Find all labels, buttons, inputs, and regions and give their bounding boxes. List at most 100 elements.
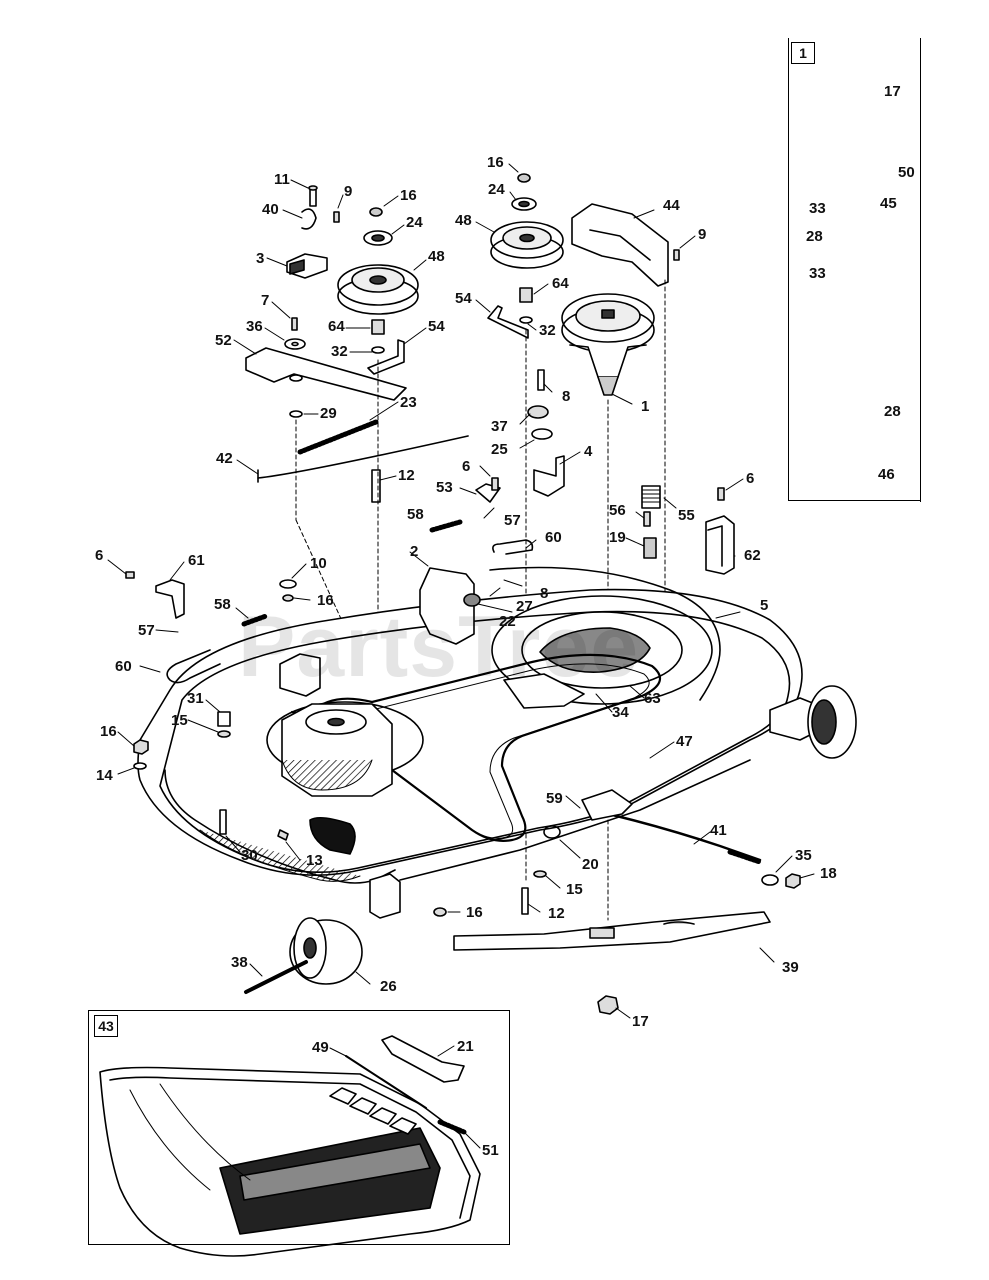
callout-16: 16 — [317, 592, 334, 609]
callout-50: 50 — [898, 164, 915, 181]
inset-box-spindle-right — [920, 38, 921, 502]
bolt-13 — [277, 829, 289, 841]
callout-2: 2 — [410, 543, 419, 560]
callout-12: 12 — [398, 467, 415, 484]
callout-16: 16 — [400, 187, 417, 204]
u-rod-60b — [166, 649, 221, 684]
bolt-6b — [717, 487, 725, 501]
callout-59: 59 — [546, 790, 563, 807]
callout-1: 1 — [641, 398, 650, 415]
callout-17: 17 — [884, 83, 901, 100]
inset-box-spindle — [788, 38, 922, 500]
callout-32: 32 — [331, 343, 348, 360]
inset-number-mulch: 43 — [94, 1015, 118, 1037]
bolt-56 — [643, 511, 651, 527]
bracket-4 — [533, 455, 565, 497]
bracket-2 — [419, 567, 475, 645]
nut-15b — [533, 870, 547, 878]
callout-64: 64 — [328, 318, 345, 335]
bolt-7 — [291, 317, 298, 331]
callout-45: 45 — [880, 195, 897, 212]
callout-16: 16 — [100, 723, 117, 740]
callout-38: 38 — [231, 954, 248, 971]
washer-15a — [217, 730, 231, 738]
bracket-59 — [581, 789, 633, 821]
callout-63: 63 — [644, 690, 661, 707]
callout-64: 64 — [552, 275, 569, 292]
bracket-63-mount — [279, 653, 321, 697]
callout-33: 33 — [809, 265, 826, 282]
inset-number-spindle: 1 — [791, 42, 815, 64]
callout-14: 14 — [96, 767, 113, 784]
bracket-54a — [367, 339, 405, 375]
rod-42 — [257, 435, 469, 479]
callout-60: 60 — [115, 658, 132, 675]
callout-18: 18 — [820, 865, 837, 882]
callout-49: 49 — [312, 1039, 329, 1056]
bracket-31 — [217, 711, 231, 727]
callout-60: 60 — [545, 529, 562, 546]
callout-35: 35 — [795, 847, 812, 864]
callout-21: 21 — [457, 1038, 474, 1055]
callout-22: 22 — [499, 613, 516, 630]
callout-4: 4 — [584, 443, 593, 460]
callout-28: 28 — [884, 403, 901, 420]
nut-16d — [133, 739, 149, 755]
callout-6: 6 — [462, 458, 471, 475]
callout-41: 41 — [710, 822, 727, 839]
callout-51: 51 — [482, 1142, 499, 1159]
bracket-61 — [155, 579, 185, 619]
nut-16a — [369, 207, 383, 217]
callout-46: 46 — [878, 466, 895, 483]
bolt-8a — [537, 369, 545, 391]
callout-42: 42 — [216, 450, 233, 467]
callout-57: 57 — [138, 622, 155, 639]
callout-10: 10 — [310, 555, 327, 572]
callout-54: 54 — [455, 290, 472, 307]
bolt-9a — [333, 211, 340, 223]
callout-25: 25 — [491, 441, 508, 458]
pulley-27 — [463, 593, 481, 607]
callout-29: 29 — [320, 405, 337, 422]
callout-17: 17 — [632, 1013, 649, 1030]
callout-11: 11 — [274, 171, 290, 188]
bracket-54b — [487, 305, 529, 339]
mower-deck-5 — [125, 485, 857, 1015]
callout-53: 53 — [436, 479, 453, 496]
spring-58b — [241, 613, 269, 627]
callout-56: 56 — [609, 502, 626, 519]
rod-49 — [345, 1055, 427, 1109]
center-idler-assembly — [475, 173, 680, 503]
callout-27: 27 — [516, 598, 533, 615]
callout-28: 28 — [806, 228, 823, 245]
o-ring-25 — [531, 428, 553, 440]
nut-17b — [597, 995, 619, 1015]
callout-54: 54 — [428, 318, 445, 335]
spacer-64a — [371, 319, 385, 335]
bolt-30 — [219, 809, 227, 835]
washer-32a — [371, 346, 385, 354]
spacer-64b — [519, 287, 533, 303]
bushing-37 — [527, 405, 549, 419]
mulch-kit-inset — [99, 1035, 481, 1257]
callout-6: 6 — [746, 470, 755, 487]
callout-6: 6 — [95, 547, 104, 564]
callout-34: 34 — [612, 704, 629, 721]
spring-58a — [429, 519, 463, 533]
bolt-6a — [491, 477, 499, 491]
washer-10 — [279, 579, 297, 589]
callout-16: 16 — [466, 904, 483, 921]
nut-18 — [785, 873, 801, 889]
callout-36: 36 — [246, 318, 263, 335]
callout-19: 19 — [609, 529, 626, 546]
bolt-6c — [125, 571, 135, 579]
nut-16b — [517, 173, 531, 183]
washer-14 — [133, 762, 147, 770]
u-rod-60a — [492, 539, 534, 555]
bracket-wheel-left — [369, 873, 401, 919]
callout-57: 57 — [504, 512, 521, 529]
callout-44: 44 — [663, 197, 680, 214]
nut-16e — [433, 907, 447, 917]
bracket-62 — [705, 515, 735, 575]
